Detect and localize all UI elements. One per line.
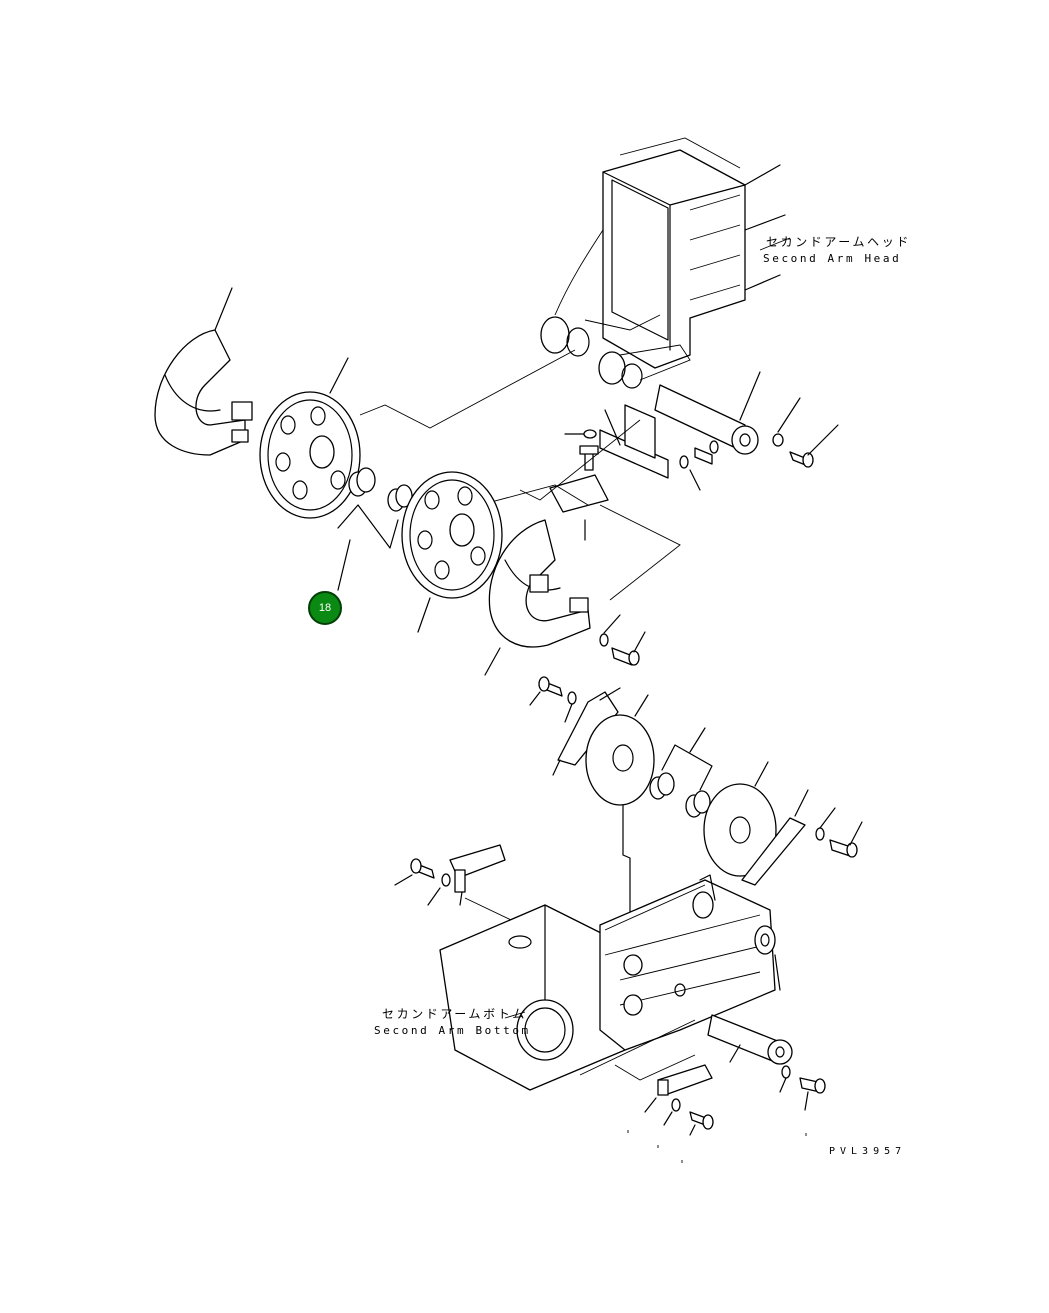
guard-lower-right	[741, 789, 863, 886]
second-arm-head	[540, 137, 786, 389]
pin-lower	[707, 1014, 793, 1065]
small-parts-lower-right	[779, 1065, 826, 1111]
cover-left	[154, 287, 253, 456]
leader-lines	[359, 349, 681, 601]
pulley-upper-right	[401, 471, 503, 633]
bolt-upper-right	[789, 424, 839, 468]
bolt-mid-left	[529, 676, 577, 723]
second-arm-head-label-jp: セカンドアームヘッド	[766, 235, 911, 249]
pulley-lower-left	[585, 694, 655, 946]
callout-badge-18[interactable]: 18	[308, 591, 342, 625]
second-arm-bottom	[439, 874, 781, 1091]
pulley-lower-right	[703, 761, 777, 877]
bearing-pair-upper	[337, 467, 413, 591]
washer-upper-right	[772, 397, 801, 447]
second-arm-bottom-label-jp: セカンドアームボトム	[382, 1007, 527, 1021]
pulley-upper-left	[259, 357, 361, 519]
bracket-lower-bottom	[579, 1019, 807, 1163]
bracket-center	[549, 404, 719, 541]
bearing-pair-lower	[649, 727, 713, 818]
pin-upper	[654, 371, 761, 455]
bushing-lower	[516, 999, 574, 1061]
callout-number: 18	[318, 602, 332, 614]
second-arm-head-label-en: Second Arm Head	[763, 252, 902, 265]
drawing-code: PVL3957	[829, 1146, 907, 1157]
second-arm-bottom-label-en: Second Arm Bottom	[374, 1024, 531, 1037]
cover-right	[484, 519, 646, 676]
